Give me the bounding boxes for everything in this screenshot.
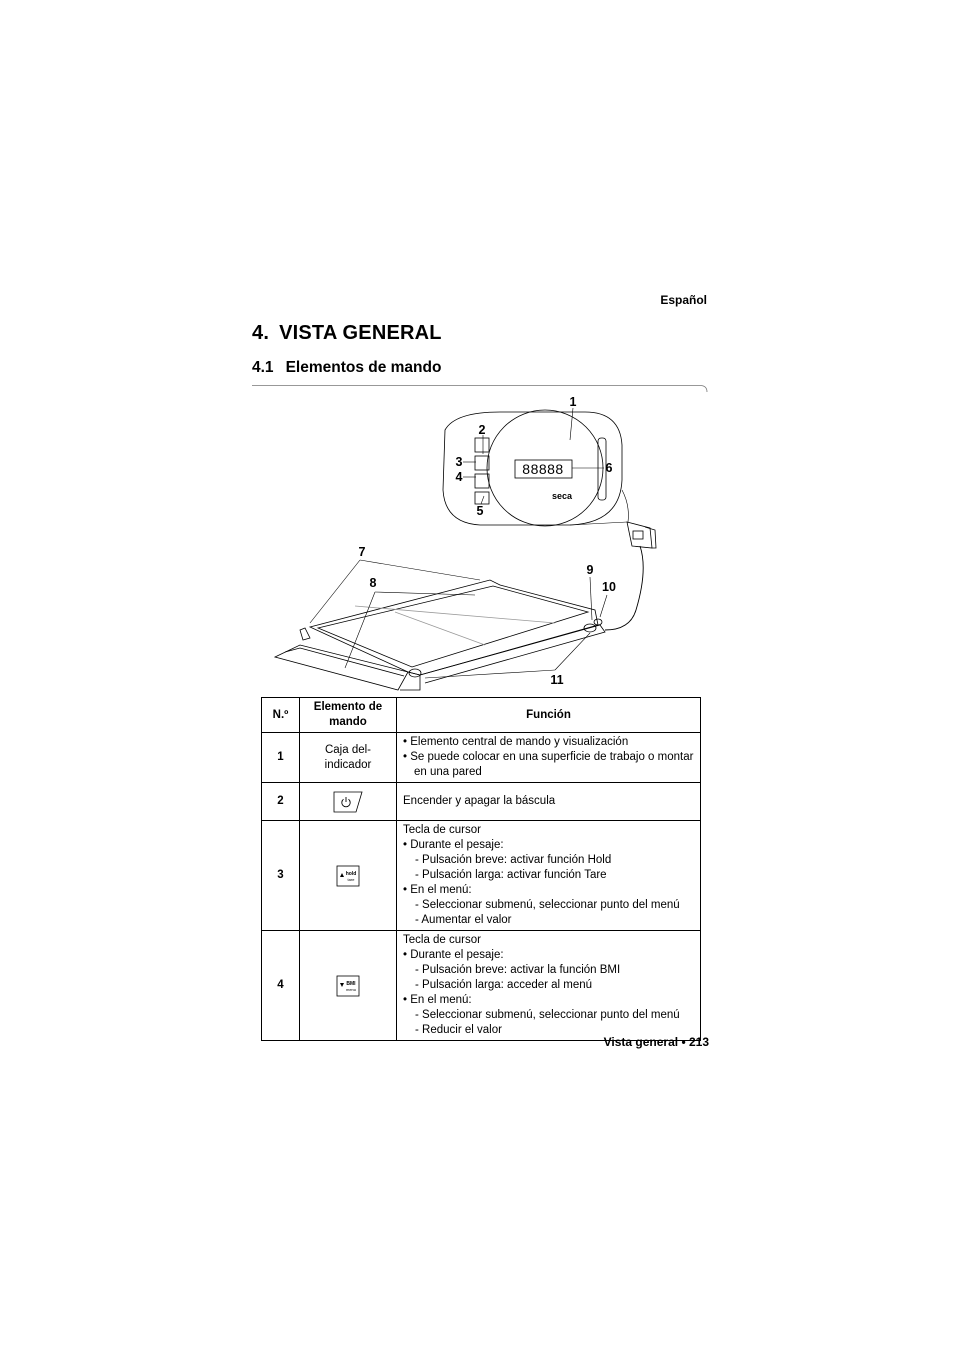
display-digits: 88888 [522, 461, 563, 477]
callout-4: 4 [456, 470, 463, 484]
callout-9: 9 [587, 563, 594, 577]
scale-platform [273, 579, 606, 691]
function-subitem: Pulsación larga: activar función Tare [403, 868, 694, 883]
function-text: Encender y apagar la báscula [403, 795, 556, 807]
header-number: N.º [261, 697, 300, 733]
svg-text:BMI: BMI [346, 981, 356, 987]
row-element: BMI menu [299, 930, 397, 1041]
callout-7: 7 [359, 545, 366, 559]
brand-logo: seca [552, 491, 573, 501]
scale-diagram: 88888 seca 1 2 3 4 5 6 7 8 9 10 11 [273, 395, 657, 691]
row-function: Encender y apagar la báscula [396, 782, 701, 821]
function-subitem: Aumentar el valor [403, 913, 694, 928]
section-title: VISTA GENERAL [279, 322, 442, 344]
language-label: Español [660, 293, 707, 307]
cursor-up-hold-tare-key-icon: hold tare [336, 865, 360, 886]
function-bullet: En el menú: [403, 883, 694, 898]
table-header-row: N.º Elemento de mando Función [261, 697, 701, 733]
function-subitem: Seleccionar submenú, seleccionar punto d… [403, 898, 694, 913]
key-down [474, 473, 490, 489]
row-element [299, 782, 397, 821]
controls-table: N.º Elemento de mando Función 1 Caja del… [261, 697, 701, 1041]
row-function: Elemento central de mando y visualizació… [396, 732, 701, 783]
key-power [474, 437, 490, 453]
row-element: Caja del-indicador [299, 732, 397, 783]
function-bullet: Durante el pesaje: [403, 948, 694, 963]
function-bullet: Se puede colocar en una superficie de tr… [403, 750, 694, 780]
callout-11: 11 [550, 673, 563, 687]
function-intro: Tecla de cursor [403, 824, 481, 836]
cursor-down-bmi-key-icon: BMI menu [336, 975, 360, 996]
svg-text:tare: tare [348, 877, 356, 882]
function-subitem: Pulsación breve: activar la función BMI [403, 963, 694, 978]
row-function: Tecla de cursor Durante el pesaje: Pulsa… [396, 930, 701, 1041]
callout-2: 2 [479, 423, 486, 437]
table-row: 2 Encender y apagar la báscula [261, 782, 701, 821]
section-number: 4. [252, 322, 270, 344]
header-function: Función [396, 697, 701, 733]
callout-3: 3 [456, 455, 463, 469]
function-bullet: En el menú: [403, 993, 694, 1008]
indicator-display [514, 459, 573, 479]
callout-10: 10 [602, 580, 616, 594]
callout-6: 6 [606, 461, 613, 475]
section-rule [252, 385, 708, 392]
svg-text:menu: menu [346, 987, 356, 992]
subsection-heading: 4.1 Elementos de mando [252, 359, 441, 377]
key-up [474, 455, 490, 471]
function-subitem: Pulsación breve: activar función Hold [403, 853, 694, 868]
function-bullet: Durante el pesaje: [403, 838, 694, 853]
function-intro: Tecla de cursor [403, 934, 481, 946]
row-number: 3 [261, 820, 300, 931]
header-element: Elemento de mando [299, 697, 397, 733]
svg-text:hold: hold [346, 871, 357, 877]
row-number: 4 [261, 930, 300, 1041]
page-footer: Vista general • 213 [603, 1035, 709, 1049]
subsection-title: Elementos de mando [285, 359, 442, 376]
row-element: hold tare [299, 820, 397, 931]
row-number: 1 [261, 732, 300, 783]
row-number: 2 [261, 782, 300, 821]
function-subitem: Reducir el valor [403, 1023, 694, 1038]
table-row: 3 hold tare Tecla de cursor Durante el p… [261, 820, 701, 931]
callout-1: 1 [570, 395, 577, 409]
section-heading: 4. VISTA GENERAL [252, 322, 442, 345]
callout-5: 5 [477, 504, 484, 518]
power-key-icon [333, 791, 363, 812]
callout-8: 8 [370, 576, 377, 590]
function-subitem: Seleccionar submenú, seleccionar punto d… [403, 1008, 694, 1023]
table-row: 4 BMI menu Tecla de cursor Durante el pe… [261, 930, 701, 1041]
function-bullet: Elemento central de mando y visualizació… [403, 735, 694, 750]
indicator-unit [626, 521, 657, 549]
indicator-closeup [442, 409, 623, 527]
table-row: 1 Caja del-indicador Elemento central de… [261, 732, 701, 783]
subsection-number: 4.1 [252, 359, 274, 376]
key-extra [474, 491, 490, 505]
function-subitem: Pulsación larga: acceder al menú [403, 978, 694, 993]
row-function: Tecla de cursor Durante el pesaje: Pulsa… [396, 820, 701, 931]
